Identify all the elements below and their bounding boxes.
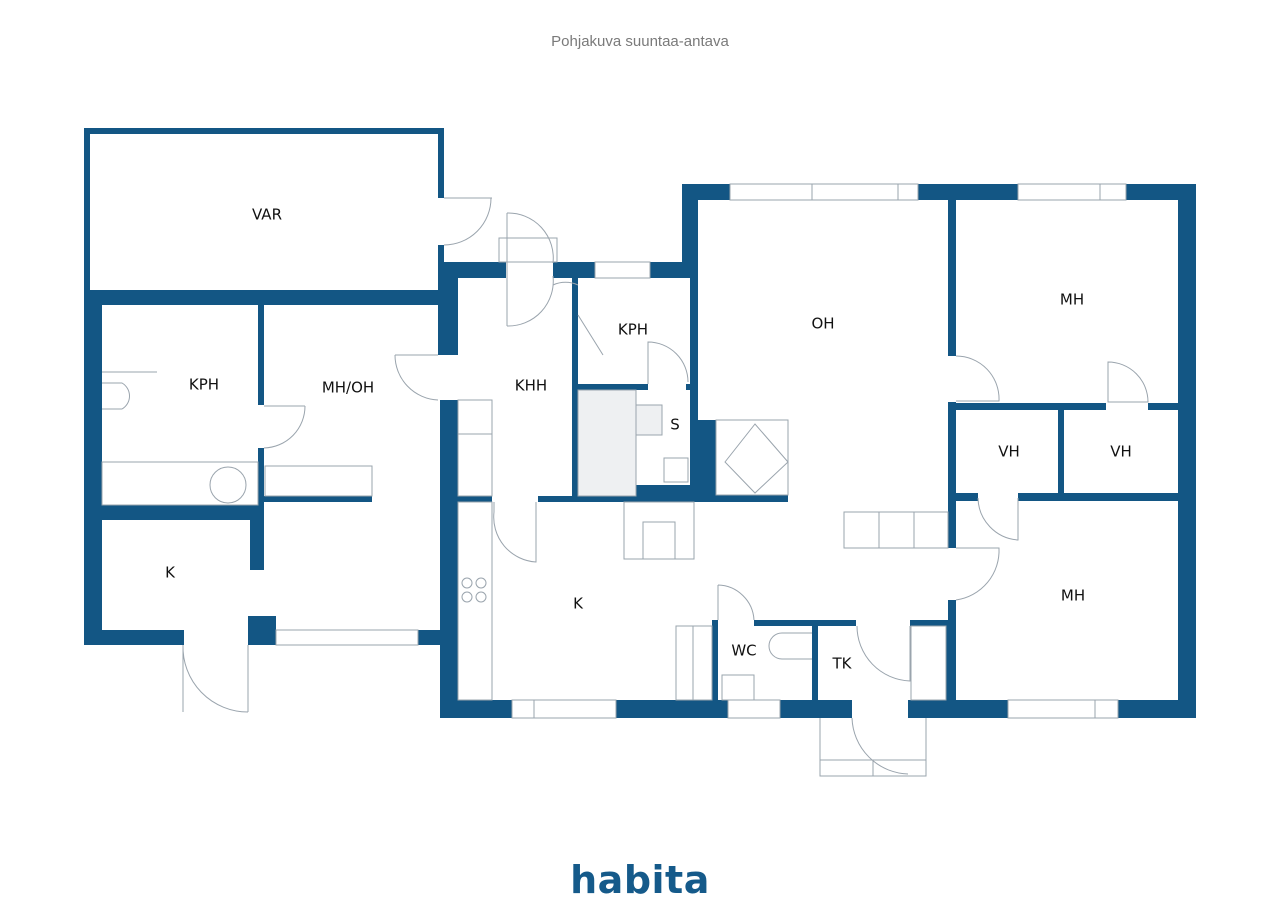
habita-logo: habita: [570, 858, 710, 902]
walls: [84, 128, 1196, 718]
floorplan-caption: Pohjakuva suuntaa-antava: [551, 33, 729, 50]
fixtures: [101, 183, 1149, 777]
room-label-vh-left: VH: [998, 443, 1020, 461]
room-label-tk: TK: [832, 655, 853, 673]
room-label-wc: WC: [731, 642, 756, 660]
room-label-kph-mid: KPH: [618, 321, 648, 339]
room-label-kph-left: KPH: [189, 376, 219, 394]
room-label-khh: KHH: [515, 377, 547, 395]
room-label-oh: OH: [811, 315, 834, 333]
room-label-s: S: [670, 416, 680, 434]
room-labels: VAR KPH MH/OH K KHH KPH S K OH WC TK MH …: [165, 206, 1132, 673]
room-label-k-main: K: [573, 595, 584, 613]
room-label-k-left: K: [165, 564, 176, 582]
room-label-mh-top: MH: [1060, 291, 1084, 309]
room-label-var: VAR: [252, 206, 282, 224]
room-label-vh-right: VH: [1110, 443, 1132, 461]
room-label-mh-oh: MH/OH: [322, 379, 374, 397]
room-label-mh-bottom: MH: [1061, 587, 1085, 605]
